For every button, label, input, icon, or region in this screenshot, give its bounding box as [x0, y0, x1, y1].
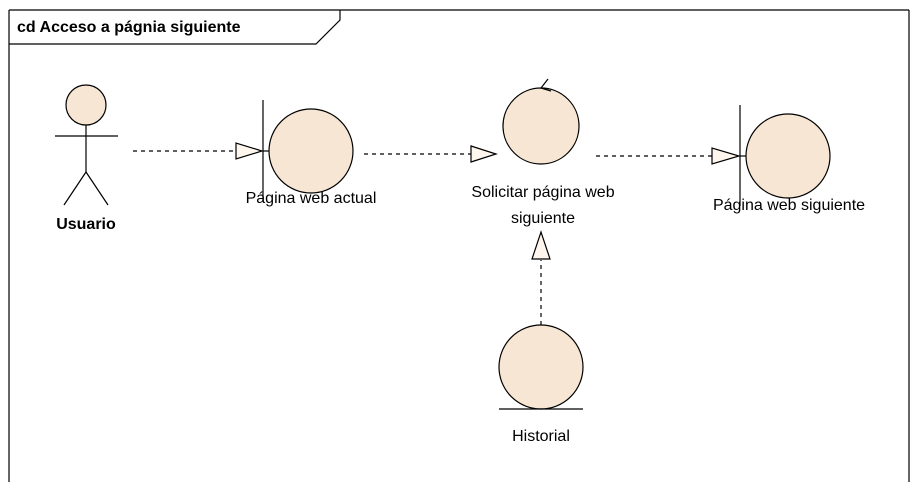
open-arrowhead [531, 230, 551, 260]
diagram-frame: cd Acceso a págnia siguiente [8, 9, 910, 482]
dependency-historial-to-solicitar[interactable] [531, 230, 551, 325]
dependency-pagina-actual-to-solicitar[interactable] [364, 145, 498, 163]
diagram-title[interactable]: cd Acceso a págnia siguiente [17, 19, 241, 36]
frame-title-tab [9, 10, 341, 45]
open-arrowhead [470, 145, 498, 163]
boundary-pagina-web-actual[interactable]: Página web actual [246, 100, 377, 207]
boundary-pagina-web-siguiente[interactable]: Página web siguiente [713, 105, 865, 214]
control-label-line-2: siguiente [511, 210, 575, 227]
control-circle [502, 87, 580, 165]
entity-historial-label: Historial [512, 428, 570, 445]
boundary-circle [268, 108, 354, 194]
entity-historial[interactable]: Historial [498, 324, 584, 445]
control-arrow-icon [539, 78, 552, 92]
boundary-pagina-web-siguiente-label: Página web siguiente [713, 197, 865, 214]
control-label-line-1: Solicitar página web [471, 184, 614, 201]
boundary-pagina-web-actual-label: Página web actual [246, 190, 377, 207]
open-arrowhead [235, 142, 265, 160]
dependency-solicitar-to-pagina-siguiente[interactable] [596, 147, 742, 165]
entity-circle [498, 324, 584, 410]
actor-head [65, 84, 107, 126]
boundary-circle [745, 113, 831, 199]
control-solicitar-pagina-web-siguiente[interactable]: Solicitar página web siguiente [471, 78, 615, 227]
actor-usuario[interactable]: Usuario [55, 84, 118, 233]
actor-usuario-label: Usuario [56, 216, 116, 233]
open-arrowhead [711, 147, 742, 165]
dependency-usuario-to-pagina-actual[interactable] [133, 142, 265, 160]
